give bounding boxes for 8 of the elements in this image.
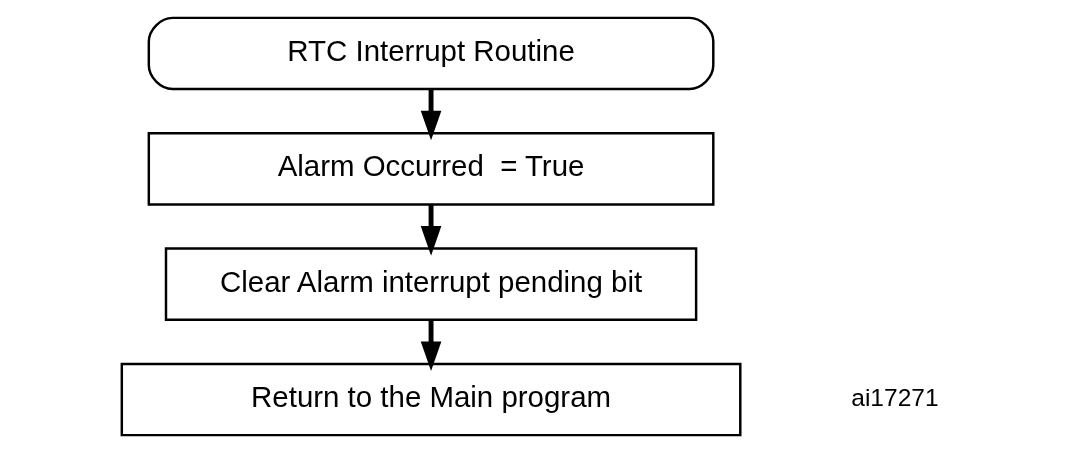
node-box: Return to the Main program (120, 362, 742, 437)
node-box: Alarm Occurred = True (147, 132, 715, 206)
node-box: Clear Alarm interrupt pending bit (164, 247, 697, 321)
arrow (420, 89, 441, 141)
arrow (420, 205, 441, 256)
arrow (420, 320, 441, 371)
label: ai17271 (850, 383, 939, 411)
node-box: RTC Interrupt Routine (147, 16, 715, 91)
